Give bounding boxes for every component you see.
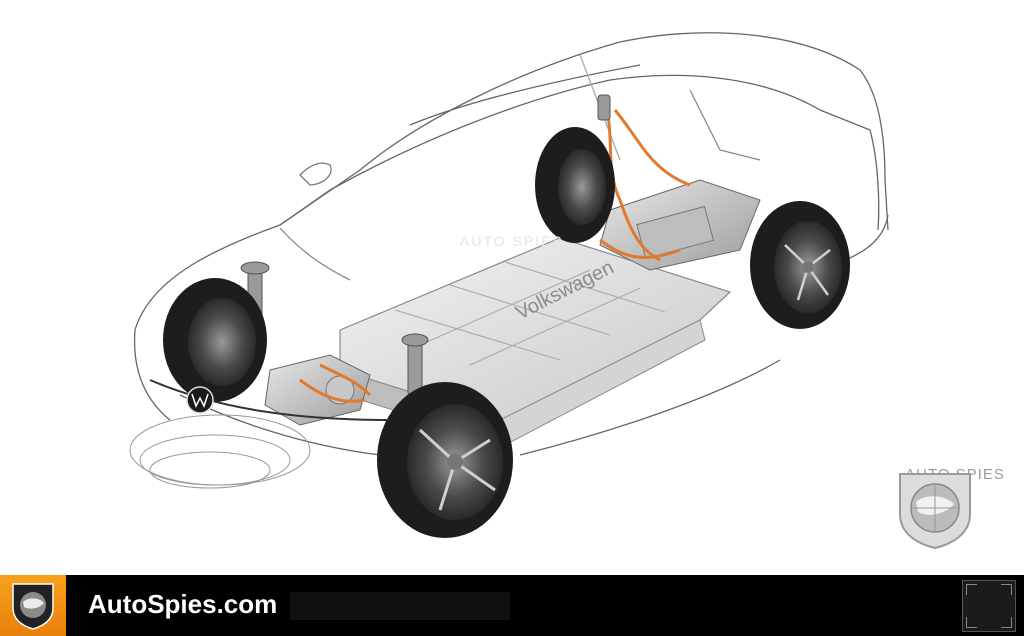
thumb-corner: [1001, 584, 1012, 595]
car-cutaway-drawing: Volkswagen: [129, 32, 889, 538]
rear-left-wheel: [535, 127, 615, 243]
high-voltage-cables: [299, 99, 691, 403]
footer-bar: AutoSpies.com: [0, 575, 1024, 636]
footer-brand-link[interactable]: AutoSpies.com: [88, 589, 278, 619]
autospies-watermark: AUTO SPIES: [894, 466, 1016, 571]
faint-watermark-text: AUTO SPIES: [460, 233, 564, 249]
front-left-wheel: [163, 278, 267, 402]
thumbnail-preview-icon[interactable]: [962, 580, 1016, 632]
rear-right-wheel: [750, 201, 850, 329]
car-cutaway-illustration: Volkswagen: [129, 32, 1016, 571]
footer-divider-strip: [290, 592, 510, 620]
front-light-bar: [149, 379, 391, 421]
vw-emblem-icon: [186, 386, 214, 414]
rear-motor-unit: [599, 179, 761, 271]
front-grille-mesh: [129, 414, 311, 489]
autospies-shield-icon[interactable]: [0, 575, 66, 636]
thumb-corner: [966, 617, 977, 628]
front-right-wheel: [377, 382, 513, 538]
car-body-outline: [133, 32, 889, 456]
thumb-corner: [966, 584, 977, 595]
thumb-corner: [1001, 617, 1012, 628]
globe-seal-icon: [899, 473, 996, 571]
